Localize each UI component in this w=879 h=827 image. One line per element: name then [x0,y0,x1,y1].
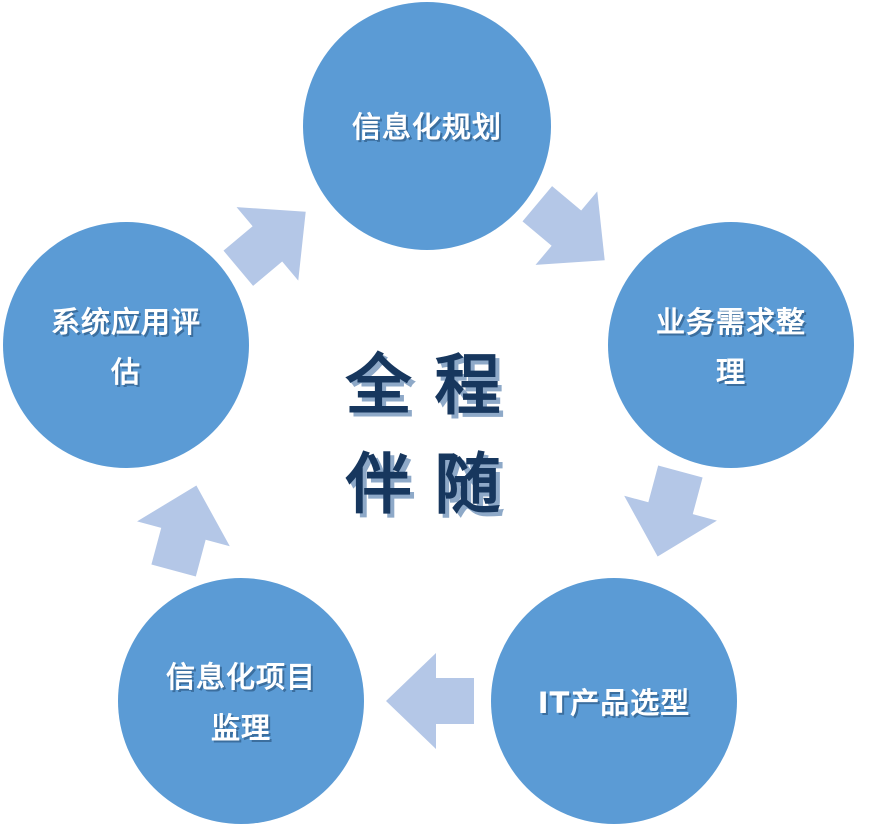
node-requirements-label-1-shadow: 业务需求整 [658,307,808,341]
node-evaluation-label-2: 估 [110,355,141,389]
arrow-requirements-to-selection [624,465,717,557]
arrow-supervision-to-evaluation [137,485,230,577]
node-supervision-label-1: 信息化项目 [166,660,316,694]
node-planning: 信息化规划 信息化规划 [303,2,551,250]
node-requirements-label-1: 业务需求整 [656,305,806,339]
node-requirements-circle [608,222,854,468]
node-supervision-label-1-shadow: 信息化项目 [168,662,318,696]
node-requirements-label-2-shadow: 理 [718,357,748,391]
arrow-selection-to-supervision [386,653,474,749]
node-evaluation: 系统应用评 系统应用评 估 估 [3,222,249,468]
node-selection-label: IT产品选型 [538,686,691,720]
node-supervision-label-2-shadow: 监理 [213,713,273,747]
arrow-evaluation-to-planning [223,207,306,286]
center-title-line-1: 全 程 [345,347,501,424]
center-title-line-2: 伴 随 [345,446,501,523]
node-evaluation-label-1-shadow: 系统应用评 [53,307,203,341]
node-requirements-label-2: 理 [716,355,746,389]
center-title-line-2-shadow: 伴 随 [349,450,505,527]
node-evaluation-label-1: 系统应用评 [51,305,201,339]
center-title: 全 程 全 程 伴 随 伴 随 [345,347,505,527]
node-selection-circle [491,578,737,824]
center-title-line-1-shadow: 全 程 [349,351,505,428]
node-evaluation-label-2-shadow: 估 [112,357,143,391]
arrows [137,186,717,749]
node-planning-label-shadow: 信息化规划 [354,112,504,146]
node-selection: IT产品选型 IT产品选型 [491,578,737,824]
node-supervision-label-2: 监理 [211,711,271,745]
node-selection-label-shadow: IT产品选型 [540,688,693,722]
node-requirements: 业务需求整 业务需求整 理 理 [608,222,854,468]
node-evaluation-circle [3,222,249,468]
node-supervision-circle [118,578,364,824]
node-planning-circle [303,2,551,250]
arrow-planning-to-requirements [522,186,605,265]
node-supervision: 信息化项目 信息化项目 监理 监理 [118,578,364,824]
node-planning-label: 信息化规划 [352,110,502,144]
